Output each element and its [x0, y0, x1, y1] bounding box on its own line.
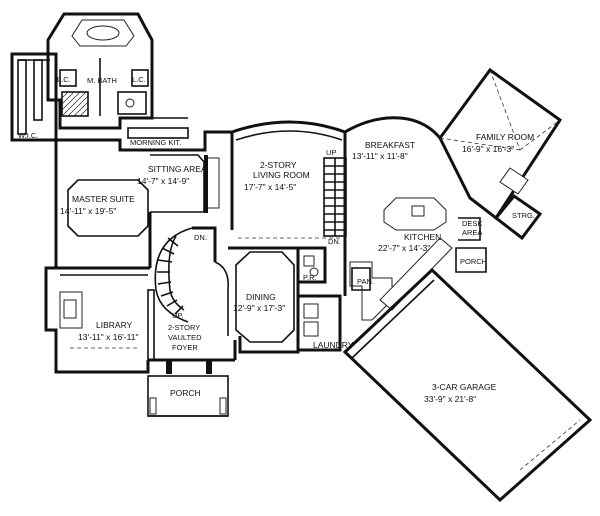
master-bath-wing [46, 12, 154, 130]
family-room-dims: 16'-9" x 16'-3" [462, 144, 514, 154]
foyer-line2: VAULTED [168, 333, 202, 342]
lc-left-label: L.C. [57, 75, 71, 84]
foyer-stair-up-label: UP. [172, 311, 184, 320]
breakfast-dims: 13'-11" x 11'-8" [352, 151, 408, 161]
sitting-area-dims: 14'-7" x 14'-9" [137, 176, 189, 186]
foyer-stair-down-label: DN. [194, 233, 207, 242]
lc-right-label: L.C. [132, 75, 146, 84]
dining-dims: 12'-9" x 17'-3" [233, 303, 285, 313]
foyer-line1: 2-STORY [168, 323, 200, 332]
front-porch [147, 375, 229, 417]
family-room-wing [438, 67, 563, 273]
library-label: LIBRARY [96, 320, 133, 330]
living-room-line2: LIVING ROOM [253, 170, 310, 180]
m-bath-label: M. BATH [87, 76, 117, 85]
storage-label: STRG. [512, 211, 535, 220]
foyer-stair [148, 226, 237, 374]
sitting-area-label: SITTING AREA [148, 164, 207, 174]
garage-label: 3-CAR GARAGE [432, 382, 497, 392]
morning-kit-label: MORNING KIT. [130, 138, 181, 147]
laundry-label: LAUNDRY [313, 340, 354, 350]
powder-room-label: P.R. [303, 273, 317, 282]
stair-down-label: DN. [328, 237, 341, 246]
desk-area-line2: AREA [462, 228, 482, 237]
kitchen-dims: 22'-7" x 14'-3" [378, 243, 430, 253]
stair-up-label: UP [326, 148, 336, 157]
dining-label: DINING [246, 292, 276, 302]
kitchen-breakfast [343, 116, 481, 321]
morning-kitchen [120, 117, 189, 139]
left-wing [44, 130, 232, 374]
master-suite-label: MASTER SUITE [72, 194, 135, 204]
desk-area-line1: DESK [462, 219, 482, 228]
library-dims: 13'-11" x 16'-11" [78, 332, 138, 342]
living-room-line1: 2-STORY [260, 160, 297, 170]
living-room-walls [230, 120, 347, 239]
family-room-label: FAMILY ROOM [476, 132, 534, 142]
wic-label: W.I.C. [18, 131, 38, 140]
kitchen-label: KITCHEN [404, 232, 441, 242]
pantry-label: PAN. [357, 277, 374, 286]
living-room-dims: 17'-7" x 14'-5" [244, 182, 296, 192]
dining-walls [228, 246, 300, 354]
porch-right-label: PORCH [460, 257, 487, 266]
master-suite-dims: 14'-11" x 19'-5" [60, 206, 116, 216]
foyer-line3: FOYER [172, 343, 198, 352]
garage [342, 267, 593, 503]
powder-laundry [298, 246, 342, 352]
garage-dims: 33'-9" x 21'-8" [424, 394, 476, 404]
breakfast-label: BREAKFAST [365, 140, 415, 150]
front-porch-label: PORCH [170, 388, 201, 398]
